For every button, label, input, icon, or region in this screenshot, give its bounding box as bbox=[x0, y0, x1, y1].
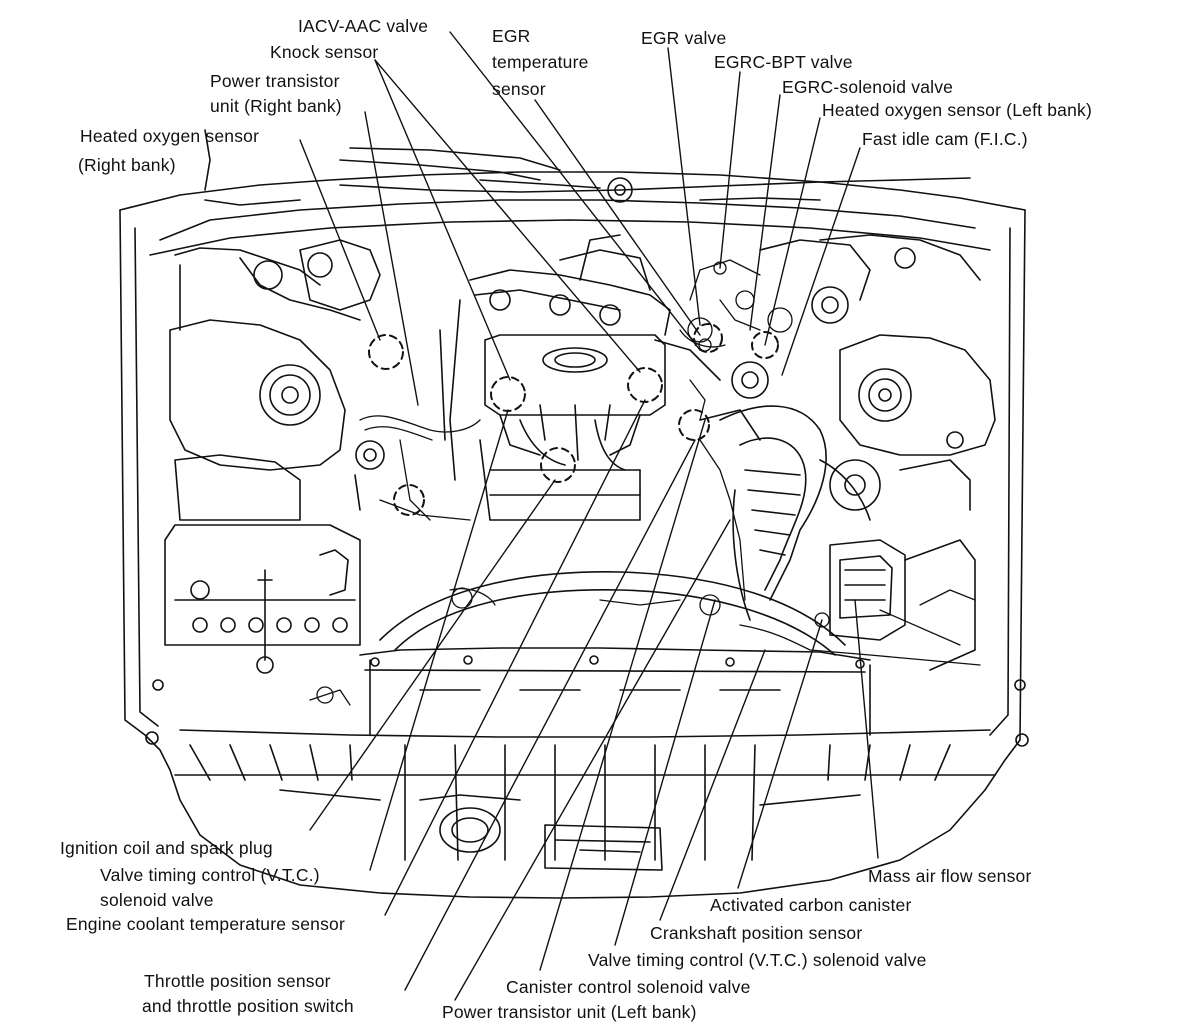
battery bbox=[164, 524, 361, 674]
right-strut-tower bbox=[759, 234, 996, 456]
leader-vtc-left bbox=[614, 599, 716, 946]
label-egr-valve: EGR valve bbox=[641, 28, 727, 48]
leader-egr-temp bbox=[534, 99, 701, 336]
label-egr-temp-3: sensor bbox=[492, 79, 546, 99]
leader-hos-left bbox=[764, 117, 821, 346]
leader-knock-b bbox=[374, 59, 641, 373]
leader-ignition bbox=[309, 479, 556, 831]
leader-hos-right bbox=[299, 139, 381, 341]
label-egrc-bpt-valve: EGRC-BPT valve bbox=[714, 52, 853, 72]
label-power-transistor-right-1: Power transistor bbox=[210, 71, 340, 91]
leader-egrc-bpt bbox=[719, 71, 741, 269]
cowl-wiper bbox=[149, 147, 991, 256]
label-egr-temp-2: temperature bbox=[492, 52, 589, 72]
leader-canister-sol bbox=[539, 419, 706, 971]
leader-carbon bbox=[737, 619, 823, 889]
air-intake-duct bbox=[699, 361, 871, 621]
leader-knock-a bbox=[374, 59, 511, 381]
leader-lines bbox=[299, 31, 879, 1001]
leader-maf bbox=[854, 599, 879, 859]
label-power-transistor-left: Power transistor unit (Left bank) bbox=[442, 1002, 697, 1022]
label-vtc-right-1: Valve timing control (V.T.C.) bbox=[100, 865, 320, 885]
body-outline bbox=[119, 129, 1029, 899]
label-crankshaft-position: Crankshaft position sensor bbox=[650, 923, 863, 943]
leader-fic bbox=[781, 147, 861, 376]
leader-crank bbox=[659, 649, 766, 921]
leader-tps bbox=[404, 439, 696, 991]
left-strut-tower bbox=[169, 239, 381, 471]
intake-plenum bbox=[479, 334, 666, 521]
mass-air-flow-unit bbox=[829, 459, 976, 671]
label-engine-coolant-temp: Engine coolant temperature sensor bbox=[66, 914, 345, 934]
fan-shroud bbox=[379, 571, 846, 656]
label-vtc-left: Valve timing control (V.T.C.) solenoid v… bbox=[588, 950, 927, 970]
leader-ptu-right bbox=[364, 111, 419, 406]
label-canister-control-solenoid: Canister control solenoid valve bbox=[506, 977, 751, 997]
label-vtc-right-2: solenoid valve bbox=[100, 890, 214, 910]
label-mass-air-flow: Mass air flow sensor bbox=[868, 866, 1032, 886]
coolant-reservoir bbox=[174, 440, 385, 521]
label-activated-carbon-canister: Activated carbon canister bbox=[710, 895, 912, 915]
label-heated-oxygen-right-1: Heated oxygen sensor bbox=[80, 126, 260, 146]
leader-ect bbox=[384, 399, 646, 916]
label-fast-idle-cam: Fast idle cam (F.I.C.) bbox=[862, 129, 1028, 149]
label-egrc-solenoid-valve: EGRC-solenoid valve bbox=[782, 77, 954, 97]
label-heated-oxygen-left: Heated oxygen sensor (Left bank) bbox=[822, 100, 1093, 120]
label-power-transistor-right-2: unit (Right bank) bbox=[210, 96, 342, 116]
leader-iacv bbox=[449, 31, 701, 351]
label-ignition-coil: Ignition coil and spark plug bbox=[60, 838, 273, 858]
radiator-support bbox=[174, 647, 996, 861]
cylinder-heads bbox=[439, 234, 721, 481]
label-throttle-position-2: and throttle position switch bbox=[142, 996, 354, 1016]
label-egr-temp-1: EGR bbox=[492, 26, 531, 46]
label-iacv-aac-valve: IACV-AAC valve bbox=[298, 16, 429, 36]
leader-egrc-sol bbox=[749, 94, 781, 331]
front-bumper-area bbox=[279, 789, 861, 871]
label-throttle-position-1: Throttle position sensor bbox=[144, 971, 331, 991]
leader-vtc-right bbox=[369, 409, 509, 871]
label-heated-oxygen-right-2: (Right bank) bbox=[78, 155, 176, 175]
leader-egr-valve bbox=[667, 47, 701, 326]
leader-ptu-left bbox=[454, 519, 731, 1001]
label-knock-sensor: Knock sensor bbox=[270, 42, 379, 62]
